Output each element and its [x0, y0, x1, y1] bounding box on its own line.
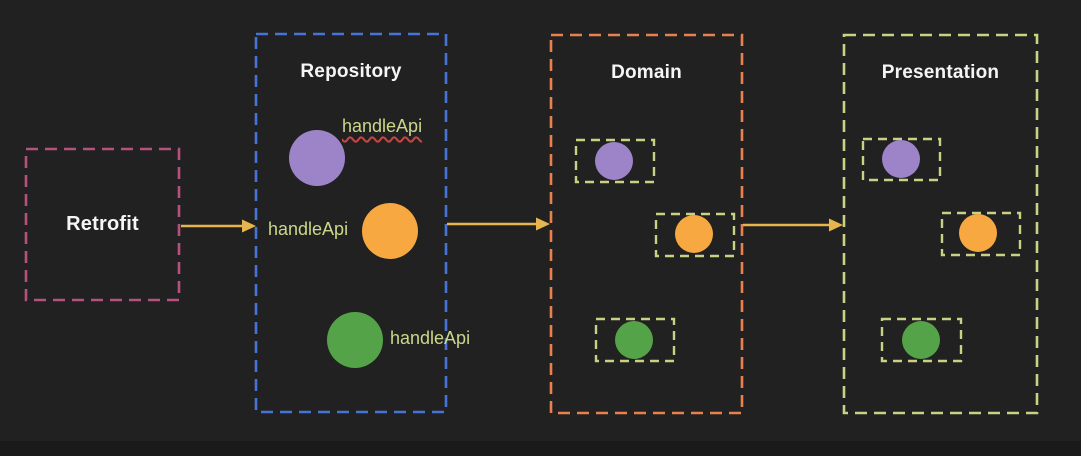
domain-orange-circle[interactable]	[675, 215, 713, 253]
handle-api-label-green[interactable]: handleApi	[390, 328, 471, 348]
presentation-purple-slot[interactable]	[861, 137, 942, 182]
presentation-box[interactable]	[842, 33, 1039, 415]
arrow-head-icon	[829, 218, 843, 232]
domain-green-slot[interactable]	[594, 317, 676, 363]
handle-api-label-purple[interactable]: handleApi	[342, 116, 423, 136]
retrofit-box[interactable]	[24, 147, 181, 302]
presentation-box-title[interactable]: Presentation	[881, 62, 1000, 83]
repository-box-title[interactable]: Repository	[300, 61, 402, 82]
repository-box[interactable]	[254, 32, 448, 414]
repository-green-circle[interactable]	[327, 312, 383, 368]
domain-box-title[interactable]: Domain	[611, 62, 682, 83]
bottom-edge-bar	[0, 441, 1081, 456]
retrofit-box-title[interactable]: Retrofit	[66, 213, 139, 235]
repository-orange-circle[interactable]	[362, 203, 418, 259]
domain-purple-slot[interactable]	[574, 138, 656, 184]
arrow-domain-to-presentation[interactable]	[743, 218, 843, 232]
presentation-orange-slot[interactable]	[940, 211, 1022, 257]
domain-purple-circle[interactable]	[595, 142, 633, 180]
presentation-orange-circle[interactable]	[959, 214, 997, 252]
presentation-purple-circle[interactable]	[882, 140, 920, 178]
arrow-head-icon	[242, 219, 256, 233]
arrow-head-icon	[536, 217, 550, 231]
arrow-retrofit-to-repository[interactable]	[181, 219, 256, 233]
domain-green-circle[interactable]	[615, 321, 653, 359]
repository-purple-circle[interactable]	[289, 130, 345, 186]
handle-api-label-orange[interactable]: handleApi	[268, 219, 349, 239]
presentation-green-circle[interactable]	[902, 321, 940, 359]
arrow-repository-to-domain[interactable]	[447, 217, 550, 231]
domain-orange-slot[interactable]	[654, 212, 736, 258]
domain-box[interactable]	[549, 33, 744, 415]
